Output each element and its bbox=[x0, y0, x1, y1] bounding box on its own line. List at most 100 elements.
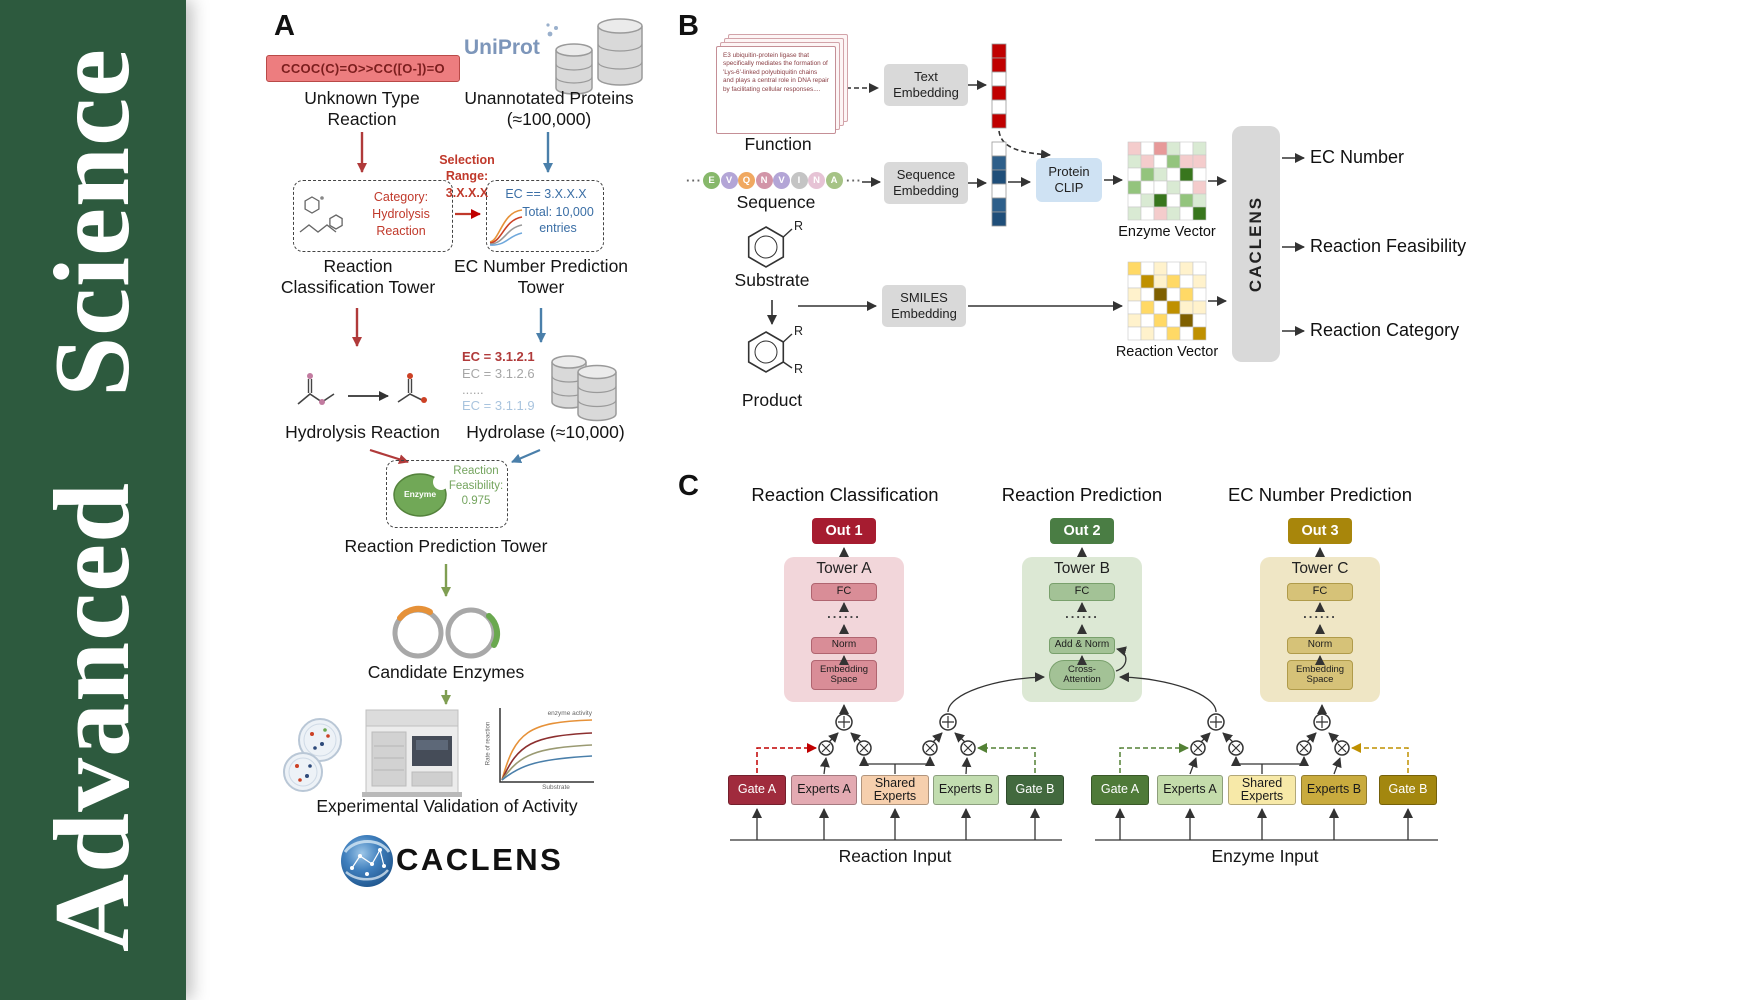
hydrolysis-reaction-structures bbox=[297, 373, 427, 405]
ec-result-dots: ...... bbox=[462, 382, 484, 397]
sequence-residue-2: V bbox=[720, 172, 738, 189]
ec-result-3: EC = 3.1.1.9 bbox=[462, 398, 535, 413]
tower-b-title: Tower B bbox=[1054, 560, 1110, 577]
sequence-residue-7: N bbox=[808, 172, 825, 189]
plasmid-icons bbox=[392, 605, 501, 659]
out3-box: Out 3 bbox=[1288, 518, 1352, 544]
caclens-fusion-label: CACLENS bbox=[1246, 195, 1266, 293]
journal-word-science: Science bbox=[33, 48, 152, 397]
tower-a-fc-block: FC bbox=[811, 583, 877, 601]
ec-result-2: EC = 3.1.2.6 bbox=[462, 366, 535, 381]
sequence-residue-8: A bbox=[825, 172, 843, 189]
sequence-residue-4: N bbox=[755, 172, 773, 189]
petri-dish-icons bbox=[283, 718, 342, 792]
activity-plot-title: enzyme activity bbox=[547, 710, 592, 717]
reaction-vector-grid bbox=[1127, 261, 1207, 341]
product-label: Product bbox=[741, 390, 803, 410]
category-text: Category: Hydrolysis Reaction bbox=[372, 190, 430, 238]
activity-plot-icon bbox=[499, 708, 594, 783]
output-reaction-category: Reaction Category bbox=[1310, 320, 1460, 340]
caclens-logo-icon bbox=[341, 835, 393, 887]
enzyme-vector-grid bbox=[1127, 141, 1207, 221]
ec-tower-label: EC Number Prediction Tower bbox=[453, 256, 629, 298]
uniprot-logo-text: UniProt bbox=[464, 36, 540, 59]
function-card: E3 ubiquitin-protein ligase that specifi… bbox=[716, 46, 836, 134]
uniprot-database-icon bbox=[546, 18, 643, 95]
tower-c-embedding-block: Embedding Space bbox=[1287, 660, 1353, 690]
ec-selection-line1: EC == 3.X.X.X bbox=[505, 187, 587, 201]
tower-b-crossattention-block: Cross-Attention bbox=[1049, 660, 1115, 690]
hydrolase-label: Hydrolase (≈10,000) bbox=[466, 422, 625, 442]
col-title-reaction-classification: Reaction Classification bbox=[751, 484, 939, 505]
enzyme-input-label: Enzyme Input bbox=[1211, 846, 1319, 866]
protein-clip-box: Protein CLIP bbox=[1036, 158, 1102, 202]
tower-b: Tower B FC ...... Add & Norm Cross-Atten… bbox=[1022, 557, 1142, 702]
sequence-residue-1: E bbox=[703, 172, 720, 189]
product-molecule bbox=[747, 331, 793, 373]
product-r-label-2: R bbox=[794, 362, 804, 376]
experts-a-left-box: Experts A bbox=[791, 775, 857, 805]
journal-word-advanced: Advanced bbox=[33, 481, 152, 952]
journal-title: Advanced Science bbox=[0, 0, 186, 1000]
sequence-residue-6: I bbox=[790, 172, 808, 189]
activity-plot-ylabel: Rate of reaction bbox=[484, 721, 492, 766]
tower-a-embedding-block: Embedding Space bbox=[811, 660, 877, 690]
substrate-label: Substrate bbox=[734, 270, 810, 290]
enzyme-vector-label: Enzyme Vector bbox=[1118, 224, 1216, 240]
experts-a-right-box: Experts A bbox=[1157, 775, 1223, 805]
gate-b-left-box: Gate B bbox=[1006, 775, 1064, 805]
validation-label: Experimental Validation of Activity bbox=[316, 796, 578, 816]
substrate-r-label: R bbox=[794, 219, 804, 233]
reaction-vector-label: Reaction Vector bbox=[1115, 344, 1219, 360]
col-title-ec-number-prediction: EC Number Prediction bbox=[1227, 484, 1413, 505]
sequence-embedding-vector bbox=[991, 141, 1007, 227]
output-reaction-feasibility: Reaction Feasibility bbox=[1310, 236, 1467, 256]
col-title-reaction-prediction: Reaction Prediction bbox=[1001, 484, 1163, 505]
candidate-enzymes-label: Candidate Enzymes bbox=[367, 662, 525, 682]
classification-tower-label: Reaction Classification Tower bbox=[280, 256, 436, 298]
unannotated-proteins-label: Unannotated Proteins (≈100,000) bbox=[464, 88, 634, 130]
gate-a-left-box: Gate A bbox=[728, 775, 786, 805]
activity-plot-xlabel: Substrate bbox=[542, 784, 570, 791]
text-embedding-box: Text Embedding bbox=[884, 64, 968, 106]
tower-a-dots: ...... bbox=[827, 606, 861, 621]
panel-a-label: A bbox=[274, 10, 295, 42]
gate-b-right-box: Gate B bbox=[1379, 775, 1437, 805]
ec-results-database-icon bbox=[551, 355, 617, 422]
sequence-embedding-box: Sequence Embedding bbox=[884, 162, 968, 204]
shared-experts-left-box: Shared Experts bbox=[861, 775, 929, 805]
sequence-residue-5: V bbox=[773, 172, 790, 189]
tower-c-title: Tower C bbox=[1291, 560, 1349, 577]
hydrolysis-reaction-label: Hydrolysis Reaction bbox=[285, 422, 440, 442]
out2-box: Out 2 bbox=[1050, 518, 1114, 544]
output-ec-number: EC Number bbox=[1310, 147, 1405, 167]
panel-b-label: B bbox=[678, 10, 699, 42]
caclens-wordmark: CACLENS bbox=[396, 842, 564, 877]
ec-selection-box bbox=[486, 180, 604, 252]
tower-c-norm-block: Norm bbox=[1287, 637, 1353, 654]
sequence-residue-3: Q bbox=[738, 172, 755, 189]
gate-a-right-box: Gate A bbox=[1091, 775, 1149, 805]
feasibility-box bbox=[386, 460, 508, 528]
tower-c-fc-block: FC bbox=[1287, 583, 1353, 601]
tower-b-fc-block: FC bbox=[1049, 583, 1115, 601]
caclens-fusion-box: CACLENS bbox=[1232, 126, 1280, 362]
tower-c-dots: ...... bbox=[1303, 606, 1337, 621]
smiles-reaction-box: CCOC(C)=O>>CC([O-])=O bbox=[266, 55, 460, 82]
experts-b-right-box: Experts B bbox=[1301, 775, 1367, 805]
product-r-label-1: R bbox=[794, 324, 804, 338]
journal-sidebar: Advanced Science bbox=[0, 0, 186, 1000]
panel-c-operators bbox=[818, 713, 1350, 756]
panel-c-gate-links bbox=[756, 743, 1409, 773]
experts-b-left-box: Experts B bbox=[933, 775, 999, 805]
tower-b-dots: ...... bbox=[1065, 606, 1099, 621]
reaction-category-box bbox=[293, 180, 453, 252]
tower-a-norm-block: Norm bbox=[811, 637, 877, 654]
ec-selection-line2: Total: 10,000 entries bbox=[522, 205, 594, 236]
prediction-tower-label: Reaction Prediction Tower bbox=[344, 536, 548, 556]
tower-b-addnorm-block: Add & Norm bbox=[1049, 637, 1115, 654]
feasibility-text: Reaction Feasibility: 0.975 bbox=[448, 465, 504, 507]
sequence-label: Sequence bbox=[736, 192, 816, 212]
function-label: Function bbox=[744, 134, 812, 154]
out1-box: Out 1 bbox=[812, 518, 876, 544]
